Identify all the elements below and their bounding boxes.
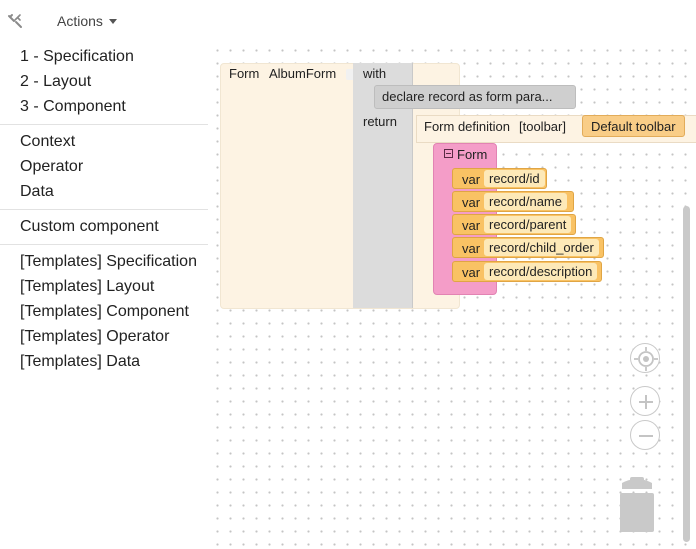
- var-block[interactable]: var record/description: [452, 261, 602, 282]
- category-group: 1 - Specification 2 - Layout 3 - Compone…: [0, 41, 208, 125]
- category-item-templates-operator[interactable]: [Templates] Operator: [20, 328, 170, 345]
- declare-record-block[interactable]: [374, 85, 576, 109]
- return-keyword: return: [363, 114, 397, 129]
- category-group: Context Operator Data: [0, 125, 208, 210]
- top-toolbar: Actions: [0, 0, 696, 41]
- category-item-templates-layout[interactable]: [Templates] Layout: [20, 278, 155, 295]
- var-keyword: var: [462, 218, 481, 233]
- form-definition-label: Form definition: [424, 119, 510, 134]
- actions-menu-button[interactable]: Actions: [57, 12, 117, 30]
- default-toolbar-block[interactable]: [582, 115, 685, 137]
- vertical-scrollbar[interactable]: [683, 206, 690, 542]
- blocks-workspace[interactable]: Form AlbumForm with return declare recor…: [208, 41, 696, 549]
- chevron-down-icon: [108, 19, 117, 24]
- minus-icon: [639, 435, 653, 437]
- form-block-name[interactable]: AlbumForm: [269, 66, 337, 81]
- var-field[interactable]: record/name: [484, 193, 567, 210]
- toolbar-param-label: [toolbar]: [519, 119, 566, 134]
- category-item-layout[interactable]: 2 - Layout: [20, 73, 92, 90]
- input-notch: [346, 69, 354, 80]
- var-block[interactable]: var record/name: [452, 191, 574, 212]
- with-keyword: with: [363, 66, 387, 81]
- var-block[interactable]: var record/child_order: [452, 237, 604, 258]
- recenter-button[interactable]: [630, 343, 660, 373]
- default-toolbar-label: Default toolbar: [591, 119, 676, 134]
- category-sidebar: 1 - Specification 2 - Layout 3 - Compone…: [0, 41, 208, 549]
- category-group: Custom component: [0, 210, 208, 245]
- tools-icon[interactable]: [7, 13, 23, 29]
- zoom-in-button[interactable]: [630, 386, 660, 416]
- var-field[interactable]: record/id: [484, 170, 545, 187]
- target-icon: [634, 347, 658, 371]
- var-field[interactable]: record/child_order: [484, 239, 599, 256]
- category-group: [Templates] Specification [Templates] La…: [0, 245, 208, 379]
- category-item-templates-component[interactable]: [Templates] Component: [20, 303, 189, 320]
- category-item-component[interactable]: 3 - Component: [20, 98, 126, 115]
- var-keyword: var: [462, 265, 481, 280]
- var-block[interactable]: var record/parent: [452, 214, 576, 235]
- category-item-context[interactable]: Context: [20, 133, 76, 150]
- form-block-keyword: Form: [229, 66, 260, 81]
- var-keyword: var: [462, 241, 481, 256]
- collapse-icon[interactable]: [444, 149, 453, 158]
- var-keyword: var: [462, 195, 481, 210]
- category-item-specification[interactable]: 1 - Specification: [20, 48, 134, 65]
- category-item-templates-specification[interactable]: [Templates] Specification: [20, 253, 197, 270]
- var-field[interactable]: record/description: [484, 263, 598, 280]
- category-item-data[interactable]: Data: [20, 183, 54, 200]
- category-item-templates-data[interactable]: [Templates] Data: [20, 353, 141, 370]
- var-block[interactable]: var record/id: [452, 168, 547, 189]
- zoom-out-button[interactable]: [630, 420, 660, 450]
- trash-icon[interactable]: [616, 477, 658, 533]
- form-container-label: Form: [457, 147, 488, 162]
- plus-icon: [639, 395, 653, 409]
- declare-record-label: declare record as form para...: [382, 89, 553, 104]
- category-item-custom-component[interactable]: Custom component: [20, 218, 159, 235]
- category-item-operator[interactable]: Operator: [20, 158, 84, 175]
- var-keyword: var: [462, 172, 481, 187]
- actions-label: Actions: [57, 13, 103, 29]
- var-field[interactable]: record/parent: [484, 216, 572, 233]
